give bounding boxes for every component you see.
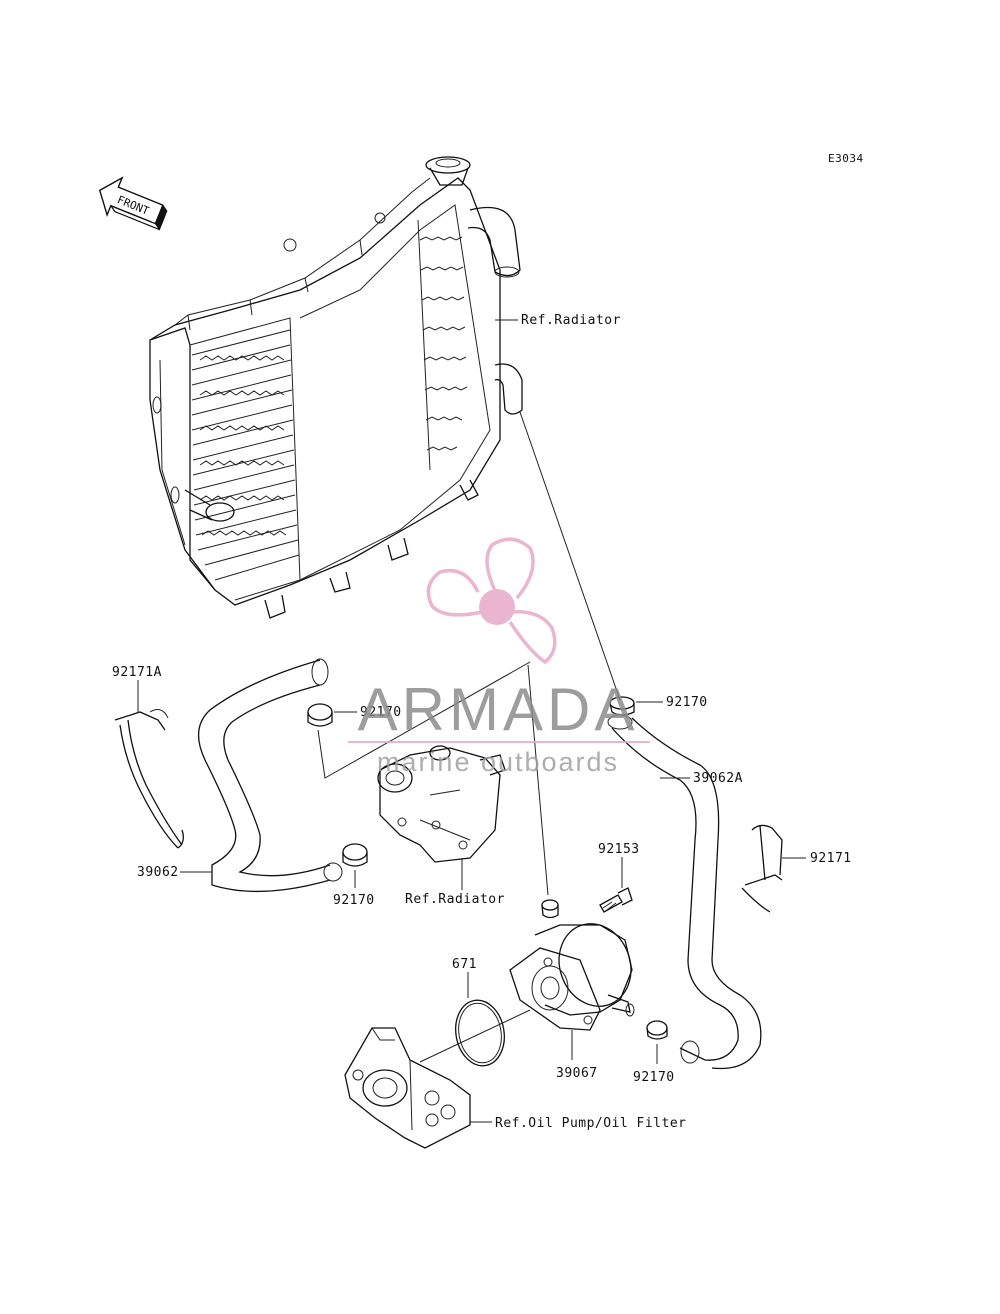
radiator-assembly bbox=[149, 156, 523, 619]
o-ring-671 bbox=[455, 999, 505, 1067]
label-92170-upper-right: 92170 bbox=[666, 695, 708, 710]
propeller-icon bbox=[426, 537, 557, 665]
clip-92171A bbox=[114, 709, 184, 849]
label-ref-oil-pump: Ref.Oil Pump/Oil Filter bbox=[495, 1116, 687, 1131]
label-92171A: 92171A bbox=[112, 665, 162, 680]
watermark-tagline: marine outboards bbox=[377, 747, 619, 777]
label-39062A: 39062A bbox=[693, 771, 743, 786]
clamp-92170-lower-left bbox=[342, 843, 368, 867]
oil-pump-housing bbox=[344, 1027, 471, 1149]
label-ref-radiator-top: Ref.Radiator bbox=[521, 313, 621, 328]
diagram-code: E3034 bbox=[828, 152, 864, 165]
label-92171: 92171 bbox=[810, 851, 852, 866]
label-92170-lower-left: 92170 bbox=[333, 893, 375, 908]
label-92170-lower-right: 92170 bbox=[633, 1070, 675, 1085]
front-arrow-icon: FRONT bbox=[98, 176, 168, 231]
hose-39062A bbox=[607, 714, 762, 1070]
oil-cooler-39067 bbox=[509, 923, 635, 1031]
watermark-brand: ARMADA bbox=[358, 676, 639, 743]
label-39067: 39067 bbox=[556, 1066, 598, 1081]
clamp-92170-lower-right bbox=[646, 1020, 668, 1040]
label-92170-upper-left: 92170 bbox=[360, 705, 402, 720]
clamp-92170-upper-left bbox=[307, 703, 333, 727]
bolt-92153 bbox=[599, 887, 633, 913]
hose-39062 bbox=[198, 658, 343, 893]
armada-watermark-logo: ARMADA marine outboards bbox=[348, 537, 650, 777]
label-ref-radiator-mid: Ref.Radiator bbox=[405, 892, 505, 907]
clip-92171 bbox=[741, 824, 783, 913]
radiator-core-fins bbox=[191, 329, 300, 581]
cap-fitting bbox=[541, 899, 559, 919]
label-92153: 92153 bbox=[598, 842, 640, 857]
label-39062: 39062 bbox=[137, 865, 179, 880]
water-pump-housing bbox=[377, 745, 506, 863]
label-671: 671 bbox=[452, 957, 477, 972]
